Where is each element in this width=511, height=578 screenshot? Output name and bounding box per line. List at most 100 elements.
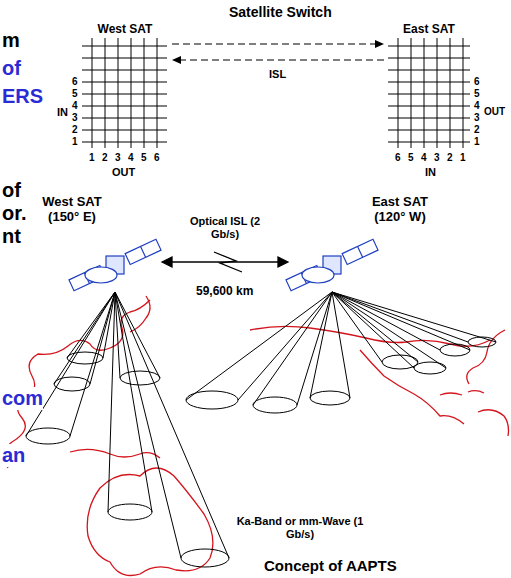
- switch-line: [398, 38, 399, 148]
- isl-connector: [172, 40, 384, 48]
- south-america-coast: [478, 410, 509, 436]
- arrow-head: [278, 257, 288, 267]
- beam-edge: [238, 292, 332, 400]
- isl-connector: [172, 56, 384, 64]
- west-switch: West SAT: [78, 22, 172, 150]
- port-number: 1: [474, 136, 480, 148]
- beam-edge: [115, 292, 229, 558]
- switch-line: [82, 70, 167, 71]
- switch-line: [388, 58, 470, 59]
- diagram-label: IN: [57, 106, 68, 119]
- switch-line: [157, 38, 158, 148]
- solar-panel: [342, 239, 378, 264]
- beam-edge: [332, 292, 468, 342]
- australia-coast: [87, 468, 213, 576]
- beam-spot: [253, 397, 297, 413]
- beam-edge: [26, 292, 115, 436]
- port-number: 5: [72, 88, 78, 100]
- beam-spot: [108, 504, 152, 520]
- switch-line: [388, 118, 470, 119]
- beam-edge: [332, 292, 496, 342]
- port-number: 3: [72, 112, 78, 124]
- east-coast: [467, 330, 505, 384]
- panel-line: [141, 246, 146, 257]
- port-number: 1: [460, 152, 466, 164]
- satellite-dish: [302, 267, 334, 283]
- arrow-head: [162, 257, 172, 267]
- beam-edge: [54, 292, 115, 384]
- beam-spot: [26, 428, 70, 444]
- switch-line: [388, 82, 470, 83]
- switch-line: [411, 38, 412, 148]
- switch-line: [82, 142, 167, 143]
- beam-edge: [186, 292, 332, 400]
- beam-edge: [332, 292, 470, 350]
- port-number: 1: [72, 136, 78, 148]
- beam-edge: [253, 292, 332, 405]
- port-number: 5: [474, 88, 480, 100]
- switch-heading: East SAT: [384, 22, 474, 36]
- beam-spot: [186, 391, 238, 409]
- east-switch: East SAT: [384, 22, 474, 150]
- diagram-label: IN: [425, 166, 436, 179]
- port-number: 6: [72, 76, 78, 88]
- port-number: 4: [72, 100, 78, 112]
- port-number: 3: [474, 112, 480, 124]
- beam-edge: [332, 292, 418, 362]
- port-number: 1: [89, 152, 95, 164]
- beam-spot: [468, 337, 496, 347]
- beam-group: [186, 292, 496, 413]
- port-number: 4: [474, 100, 480, 112]
- switch-line: [450, 38, 451, 148]
- beam-edge: [332, 292, 440, 350]
- switch-line: [82, 94, 167, 95]
- edge-label: ISL: [267, 68, 288, 81]
- switch-line: [82, 130, 167, 131]
- beam-edge: [115, 292, 152, 512]
- switch-line: [82, 118, 167, 119]
- port-number: 5: [408, 152, 414, 164]
- port-number: 4: [421, 152, 427, 164]
- beam-group: [26, 292, 229, 567]
- switch-line: [82, 82, 167, 83]
- isl-line: [172, 43, 376, 44]
- port-number: 6: [474, 76, 480, 88]
- beam-edge: [297, 292, 332, 405]
- diagram-label: East SAT (120° W): [363, 195, 437, 225]
- beam-edge: [70, 292, 115, 436]
- port-number: 4: [128, 152, 134, 164]
- switch-line: [82, 58, 167, 59]
- switch-line: [388, 94, 470, 95]
- east-switch-grid: [388, 38, 470, 148]
- optical-isl-arrow: [162, 252, 288, 272]
- port-number: 3: [434, 152, 440, 164]
- text-fragment: com: [2, 387, 43, 410]
- satellite-dish: [85, 267, 117, 283]
- switch-line: [92, 38, 93, 148]
- isl-line: [180, 59, 384, 60]
- port-number: 5: [141, 152, 147, 164]
- switch-line: [82, 46, 167, 47]
- east-satellite: [286, 239, 378, 290]
- west-switch-grid: [82, 38, 167, 148]
- diagram-label: 59,600 km: [196, 285, 253, 299]
- text-fragment: an: [2, 444, 25, 467]
- switch-line: [82, 106, 167, 107]
- switch-line: [118, 38, 119, 148]
- port-number: 6: [154, 152, 160, 164]
- text-fragment: nt: [2, 225, 21, 248]
- beam-spot: [181, 549, 229, 567]
- solar-panel: [125, 239, 161, 264]
- switch-line: [388, 106, 470, 107]
- text-fragment: or.: [2, 202, 26, 225]
- beam-edge: [90, 292, 115, 384]
- panel-line: [358, 246, 363, 257]
- port-number: 2: [474, 124, 480, 136]
- switch-line: [388, 70, 470, 71]
- switch-line: [131, 38, 132, 148]
- text-fragment: of: [2, 179, 21, 202]
- switch-line: [388, 130, 470, 131]
- beam-edge: [332, 292, 446, 368]
- switch-line: [437, 38, 438, 148]
